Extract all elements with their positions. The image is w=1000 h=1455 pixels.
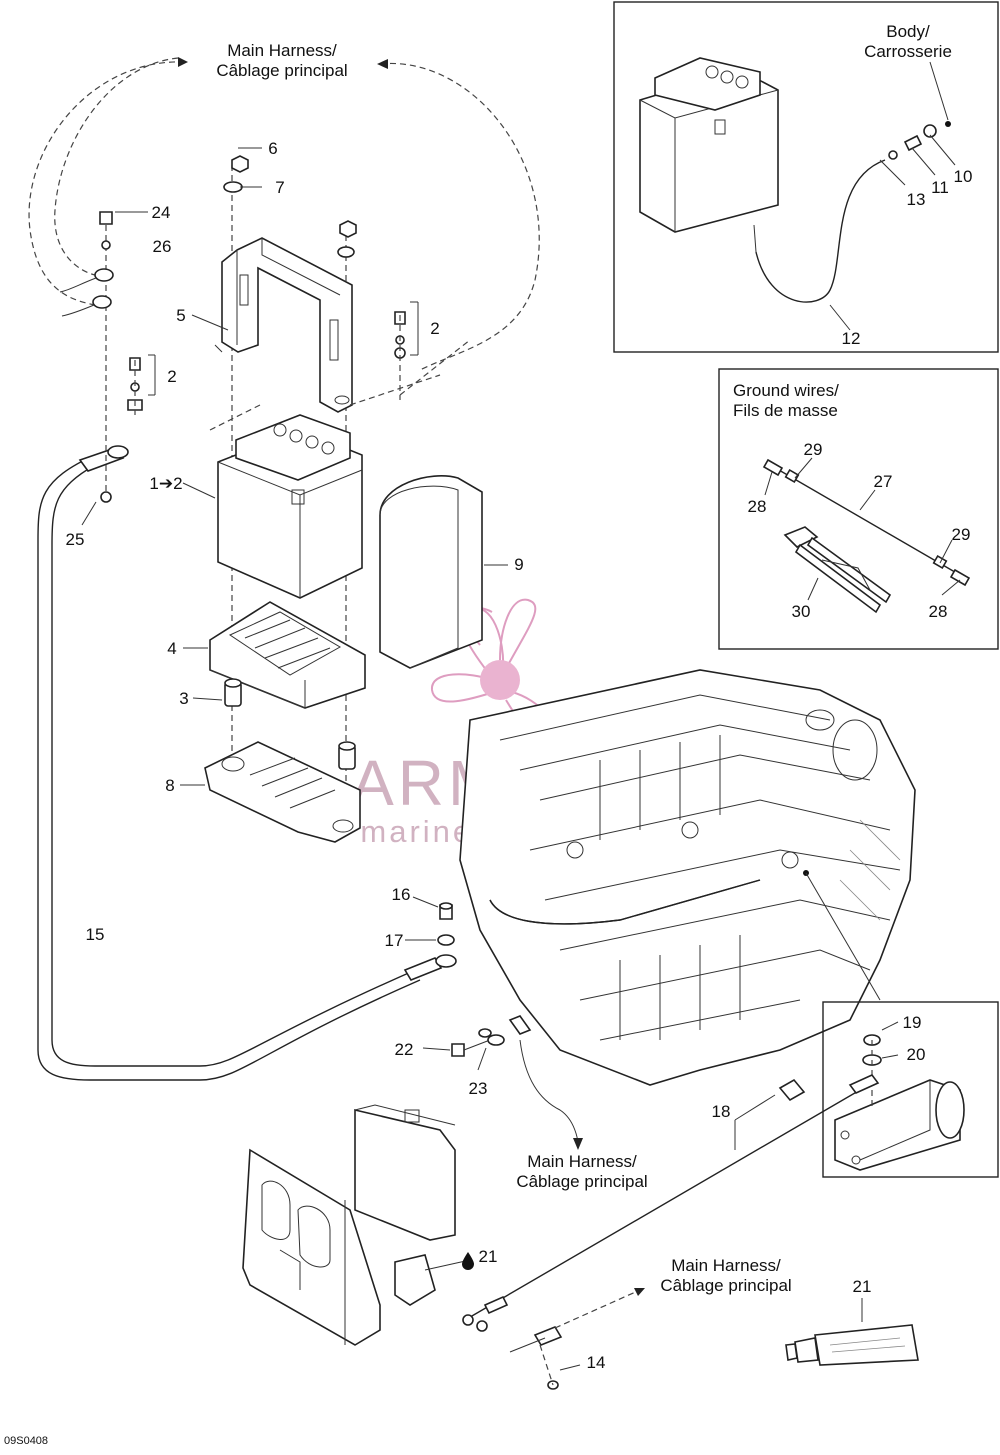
callout-24: 24 xyxy=(152,203,171,222)
terminal-hardware-2-left: 2 xyxy=(127,354,177,415)
callout-17: 17 xyxy=(385,931,404,950)
callout-1-2: 1➔2 xyxy=(149,474,182,493)
bolt-16-washer-17: 16 17 xyxy=(385,885,455,950)
ground-wires-label: Ground wires/ xyxy=(733,381,839,400)
main-harness-bottom: Main Harness/ Câblage principal xyxy=(660,1256,791,1295)
grease-drop-icon xyxy=(462,1252,474,1270)
inset-frame-ground xyxy=(718,368,999,650)
callout-14: 14 xyxy=(587,1353,606,1372)
callout-19: 19 xyxy=(903,1013,922,1032)
inset-body-ground: Body/ Carrosserie 10 11 13 12 xyxy=(613,1,999,353)
callout-27: 27 xyxy=(874,472,893,491)
callout-11: 11 xyxy=(931,178,949,197)
figure-code: 09S0408 xyxy=(4,1435,48,1447)
callout-29-right: 29 xyxy=(952,525,971,544)
grease-tube: 21 xyxy=(785,1277,919,1366)
callout-12: 12 xyxy=(842,329,861,348)
electrical-box xyxy=(242,1104,509,1346)
inset-frame-starter xyxy=(822,1001,999,1178)
support-plate: 8 xyxy=(165,741,361,843)
hold-down-bracket: 6 7 5 xyxy=(176,139,441,820)
callout-30: 30 xyxy=(792,602,811,621)
callout-21-drop: 21 xyxy=(479,1247,498,1266)
inset-ground-wires: Ground wires/ Fils de masse 29 28 27 29 … xyxy=(718,368,999,650)
crimping-tool-icon xyxy=(783,526,892,614)
battery-cover: 9 xyxy=(379,475,524,669)
inset-starter: 19 20 xyxy=(822,1001,999,1178)
body-label-fr: Carrosserie xyxy=(864,42,952,61)
callout-10: 10 xyxy=(954,167,973,186)
callout-15: 15 xyxy=(86,925,105,944)
callout-20: 20 xyxy=(907,1045,926,1064)
callout-13: 13 xyxy=(907,190,926,209)
callout-7: 7 xyxy=(275,178,284,197)
callout-2-left: 2 xyxy=(167,367,176,386)
main-harness-bottom-label: Main Harness/ xyxy=(671,1256,781,1275)
main-harness-mid-label-fr: Câblage principal xyxy=(516,1172,647,1191)
ground-wires-label-fr: Fils de masse xyxy=(733,401,838,420)
bolts-22-23: 22 23 xyxy=(395,1015,583,1150)
grommet: 3 xyxy=(179,678,356,770)
inset-battery xyxy=(639,57,779,233)
battery-tray: 4 xyxy=(167,601,366,709)
main-harness-top-label: Main Harness/ xyxy=(227,41,337,60)
engine xyxy=(459,669,916,1086)
callout-29-top: 29 xyxy=(804,440,823,459)
callout-21-tube: 21 xyxy=(853,1277,872,1296)
callout-21-grease: 21 xyxy=(462,1247,497,1270)
callout-4: 4 xyxy=(167,639,176,658)
main-harness-top: Main Harness/ Câblage principal xyxy=(28,41,540,371)
ground-cable-15: 15 xyxy=(37,445,457,1081)
callout-5: 5 xyxy=(176,306,185,325)
terminal-hardware-2-right: 2 xyxy=(394,301,471,400)
callout-28-right: 28 xyxy=(929,602,948,621)
main-harness-middle: Main Harness/ Câblage principal xyxy=(516,1152,647,1191)
main-harness-mid-label: Main Harness/ xyxy=(527,1152,637,1171)
callout-28-left: 28 xyxy=(748,497,767,516)
callout-16: 16 xyxy=(392,885,411,904)
callout-23: 23 xyxy=(469,1079,488,1098)
inset-frame xyxy=(613,1,999,353)
main-harness-bottom-label-fr: Câblage principal xyxy=(660,1276,791,1295)
inset-terminal-hardware xyxy=(888,121,951,160)
main-harness-top-label-fr: Câblage principal xyxy=(216,61,347,80)
callout-26: 26 xyxy=(153,237,172,256)
callout-25: 25 xyxy=(66,530,85,549)
callout-3: 3 xyxy=(179,689,188,708)
battery: 1➔2 xyxy=(149,414,363,599)
callout-18: 18 xyxy=(712,1102,731,1121)
callout-9: 9 xyxy=(514,555,523,574)
body-label: Body/ xyxy=(886,22,930,41)
callout-22: 22 xyxy=(395,1040,414,1059)
callout-6: 6 xyxy=(268,139,277,158)
callout-2-right: 2 xyxy=(430,319,439,338)
starter-cable-18: 18 xyxy=(464,1074,880,1321)
callout-8: 8 xyxy=(165,776,174,795)
terminal-stack-left: 24 26 25 xyxy=(59,203,172,549)
terminal-14: 14 xyxy=(509,1288,645,1390)
